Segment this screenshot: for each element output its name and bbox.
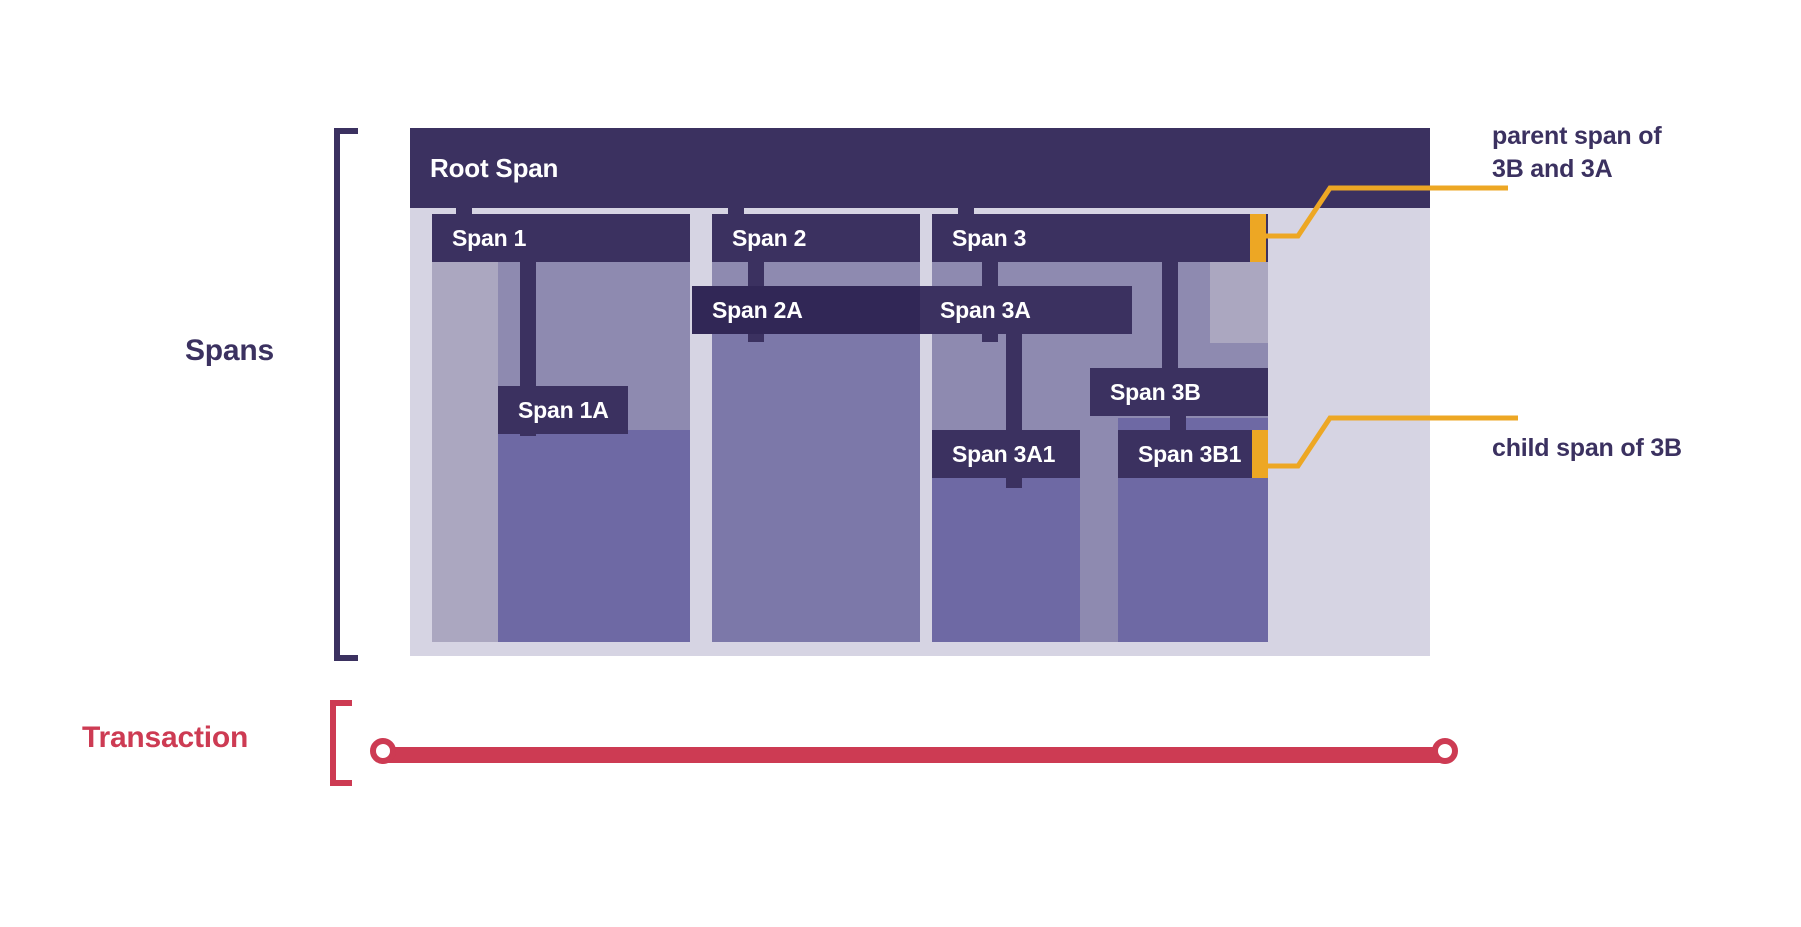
transaction-bar	[384, 747, 1444, 763]
span-1-label: Span 1	[452, 224, 527, 251]
transaction-timeline	[370, 735, 1470, 775]
span-3b1-label: Span 3B1	[1138, 440, 1242, 467]
span-3a-header[interactable]: Span 3A	[920, 286, 1132, 334]
span-2a-label: Span 2A	[712, 296, 803, 323]
transaction-section-label: Transaction	[82, 721, 249, 754]
span-2a-header[interactable]: Span 2A	[692, 286, 920, 334]
spans-section-label: Spans	[185, 334, 275, 367]
parent-annotation-leader-line	[1252, 185, 1508, 239]
transaction-start-dot	[370, 738, 396, 764]
span-1a-label: Span 1A	[518, 396, 609, 423]
child-span-annotation: child span of 3B	[1492, 434, 1682, 462]
span-2-header[interactable]: Span 2	[712, 214, 920, 262]
connector-span3-to-span3b	[1162, 246, 1178, 402]
span-2-label: Span 2	[732, 224, 807, 251]
root-span-label: Root Span	[430, 152, 559, 183]
span-3b-header[interactable]: Span 3B	[1090, 368, 1268, 416]
span-3a1-header[interactable]: Span 3A1	[932, 430, 1080, 478]
span-3-label: Span 3	[952, 224, 1027, 251]
span-1-header[interactable]: Span 1	[432, 214, 690, 262]
span-1a-body	[498, 430, 690, 642]
span-3a1-label: Span 3A1	[952, 440, 1056, 467]
span-3-header[interactable]: Span 3	[932, 214, 1268, 262]
span-3b-label: Span 3B	[1110, 378, 1201, 405]
span-3a-label: Span 3A	[940, 296, 1031, 323]
span-1a-header[interactable]: Span 1A	[498, 386, 628, 434]
child-annotation-leader-line	[1252, 415, 1518, 469]
parent-span-annotation: parent span of 3B and 3A	[1492, 122, 1662, 184]
span-2a-body	[712, 332, 920, 642]
span-3b1-header[interactable]: Span 3B1	[1118, 430, 1268, 478]
span-3a1-body	[932, 473, 1080, 642]
transaction-bracket	[330, 700, 352, 786]
spans-diagram: Root Span Span 1 Span 1A Span 2 Span 2A …	[410, 128, 1430, 658]
spans-bracket	[334, 128, 358, 661]
root-span-header[interactable]: Root Span	[410, 128, 1430, 208]
transaction-end-dot	[1432, 738, 1458, 764]
